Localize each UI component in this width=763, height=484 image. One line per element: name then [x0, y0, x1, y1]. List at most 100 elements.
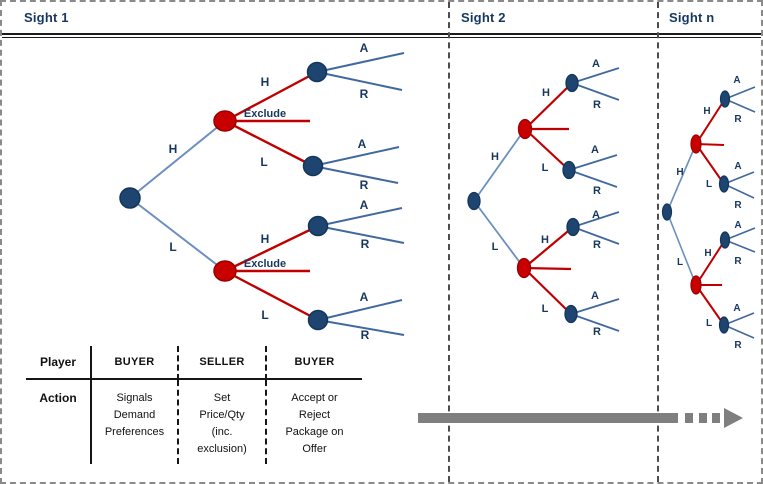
- seller-node: [690, 134, 702, 154]
- branch-label-h: H: [676, 167, 683, 178]
- sight-2-tree: H L H L H L A R A R A R A R: [467, 58, 620, 338]
- exclude-label: Exclude: [244, 258, 286, 270]
- branch-line: [473, 200, 525, 269]
- branch-label-a: A: [734, 220, 741, 231]
- branch-line: [129, 197, 226, 272]
- branch-line: [571, 82, 620, 101]
- progression-arrow-bar: [418, 413, 678, 423]
- seller-node: [690, 275, 702, 295]
- branch-line: [129, 120, 226, 199]
- sight-1-tree: H L H L H L Exclude Exclude A R A R A R …: [119, 41, 405, 342]
- branch-label-h: H: [703, 106, 710, 117]
- branch-line: [723, 171, 755, 185]
- response-node: [307, 215, 329, 237]
- branch-line: [224, 224, 319, 273]
- table-row1-header: Player: [26, 346, 90, 380]
- buyer-node: [661, 203, 673, 221]
- branch-label-l: L: [260, 155, 267, 169]
- branch-line: [523, 226, 574, 269]
- branch-line: [316, 71, 403, 91]
- branch-line: [524, 128, 570, 171]
- branch-line: [317, 225, 405, 244]
- branch-label-h: H: [542, 87, 550, 99]
- branch-line: [317, 207, 403, 227]
- response-node: [307, 309, 329, 331]
- table-player-seller: SELLER: [177, 346, 265, 380]
- table-action-buyer-1: Signals Demand Preferences: [90, 380, 177, 464]
- response-node: [562, 160, 576, 180]
- branch-line: [568, 169, 618, 188]
- response-node: [718, 316, 730, 334]
- branch-label-l: L: [492, 241, 499, 253]
- branch-label-r: R: [734, 256, 742, 267]
- branch-line: [317, 299, 403, 321]
- branch-line: [224, 119, 314, 168]
- branch-line: [316, 52, 405, 73]
- branch-label-a: A: [733, 75, 740, 86]
- response-node: [564, 304, 578, 324]
- branch-line: [723, 324, 755, 339]
- response-node: [302, 155, 324, 177]
- branch-label-a: A: [591, 290, 599, 302]
- branch-line: [570, 298, 620, 315]
- seller-node: [516, 257, 532, 279]
- panel-title-sight-2: Sight 2: [461, 10, 506, 25]
- branch-label-a: A: [360, 198, 369, 212]
- branch-label-l: L: [542, 162, 549, 174]
- branch-label-a: A: [734, 161, 741, 172]
- branch-label-a: A: [592, 58, 600, 70]
- header-double-rule: [2, 33, 761, 38]
- branch-label-l: L: [169, 240, 176, 254]
- progression-arrow-dash: [685, 413, 693, 423]
- response-node: [718, 175, 730, 193]
- exclude-label: Exclude: [244, 108, 286, 120]
- branch-line: [695, 143, 725, 185]
- branch-label-a: A: [360, 41, 369, 55]
- progression-arrow-dash: [712, 413, 720, 423]
- seller-node: [517, 118, 533, 140]
- branch-label-r: R: [734, 200, 742, 211]
- player-action-table: Player BUYER SELLER BUYER Action Signals…: [26, 346, 362, 464]
- panel-title-sight-n: Sight n: [669, 10, 715, 25]
- branch-label-h: H: [491, 151, 499, 163]
- branch-line: [695, 284, 725, 326]
- branch-label-r: R: [593, 185, 601, 197]
- table-action-seller: Set Price/Qty (inc. exclusion): [177, 380, 265, 464]
- branch-label-r: R: [734, 114, 742, 125]
- seller-node: [213, 260, 237, 282]
- branch-label-r: R: [593, 326, 601, 338]
- buyer-node: [119, 187, 141, 209]
- branch-line: [570, 313, 620, 332]
- response-node: [306, 61, 328, 83]
- progression-arrow-head: [724, 408, 743, 428]
- branch-label-l: L: [706, 179, 712, 190]
- branch-label-r: R: [360, 178, 369, 192]
- response-node: [565, 73, 579, 93]
- branch-label-l: L: [542, 303, 549, 315]
- branch-line: [568, 154, 618, 171]
- branch-line: [724, 86, 756, 100]
- branch-label-h: H: [261, 75, 270, 89]
- panel-title-sight-1: Sight 1: [24, 10, 69, 25]
- branch-label-r: R: [361, 328, 370, 342]
- table-player-buyer-2: BUYER: [265, 346, 362, 380]
- branch-line: [571, 67, 620, 84]
- response-node: [719, 90, 731, 108]
- branch-line: [724, 227, 756, 241]
- branch-label-a: A: [733, 303, 740, 314]
- branch-line: [572, 211, 620, 228]
- branch-line: [572, 226, 620, 245]
- branch-line: [695, 239, 726, 286]
- table-row2-header: Action: [39, 391, 77, 405]
- branch-label-h: H: [541, 234, 549, 246]
- branch-line: [723, 312, 755, 326]
- panel-divider-2: [657, 2, 659, 482]
- branch-label-h: H: [704, 248, 711, 259]
- branch-line: [312, 146, 400, 167]
- branch-label-r: R: [593, 239, 601, 251]
- branch-line: [224, 70, 318, 123]
- branch-line: [666, 211, 697, 286]
- buyer-node: [467, 191, 481, 211]
- branch-line: [723, 183, 755, 199]
